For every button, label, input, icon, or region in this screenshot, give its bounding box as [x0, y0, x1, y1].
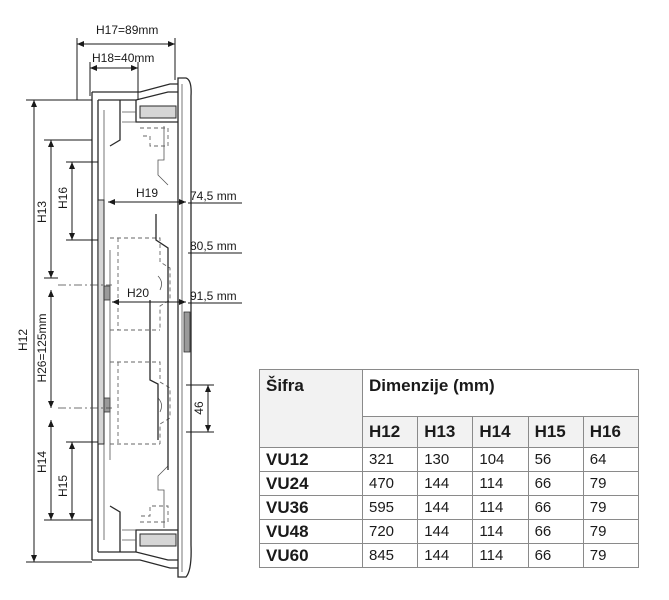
table-cell: 114 — [472, 543, 529, 568]
label-h14: H14 — [35, 451, 49, 473]
table-cell: 114 — [472, 519, 529, 544]
label-h26: H26=125mm — [35, 313, 49, 382]
table-cell: 79 — [582, 543, 640, 568]
table-cell: 104 — [472, 447, 529, 472]
column-header: H15 — [527, 416, 584, 448]
table-cell: 79 — [582, 495, 640, 520]
table-cell: 144 — [417, 519, 474, 544]
label-h17: H17=89mm — [96, 23, 158, 37]
table-cell: 720 — [361, 519, 419, 544]
label-h15: H15 — [56, 475, 70, 497]
table-cell: 66 — [527, 519, 584, 544]
column-header: H16 — [582, 416, 640, 448]
label-h13: H13 — [35, 201, 49, 223]
dimension-lines — [26, 38, 242, 563]
table-row: VU60 845 144 114 66 79 — [259, 543, 640, 568]
table-cell: 144 — [417, 543, 474, 568]
label-46: 46 — [192, 401, 206, 415]
table-row: VU24 470 144 114 66 79 — [259, 471, 640, 496]
label-h12: H12 — [16, 329, 30, 351]
column-header: H13 — [417, 416, 474, 448]
table-row: VU12 321 130 104 56 64 — [259, 447, 640, 472]
table-row: VU36 595 144 114 66 79 — [259, 495, 640, 520]
dimension-labels: H17=89mm H18=40mm H12 H13 H26=125mm H14 … — [16, 23, 237, 497]
code-header: Šifra — [259, 369, 363, 448]
table-cell: 66 — [527, 543, 584, 568]
table-cell: 470 — [361, 471, 419, 496]
table-row: VU48 720 144 114 66 79 — [259, 519, 640, 544]
label-h20: H20 — [127, 286, 149, 300]
table-cell: 114 — [472, 471, 529, 496]
dimensions-header: Dimenzije (mm) — [362, 369, 639, 417]
table-cell: 64 — [582, 447, 640, 472]
table-cell: 56 — [527, 447, 584, 472]
label-h18: H18=40mm — [92, 51, 154, 65]
table-cell: 66 — [527, 495, 584, 520]
table-cell: 130 — [417, 447, 474, 472]
row-code: VU60 — [259, 543, 363, 568]
table-cell: 79 — [582, 519, 640, 544]
row-code: VU36 — [259, 495, 363, 520]
column-header: H12 — [361, 416, 419, 448]
table-cell: 79 — [582, 471, 640, 496]
label-80-5-mm: 80,5 mm — [190, 239, 237, 253]
row-code: VU24 — [259, 471, 363, 496]
row-code: VU48 — [259, 519, 363, 544]
table-cell: 144 — [417, 471, 474, 496]
table-cell: 66 — [527, 471, 584, 496]
dimensions-table: Šifra Dimenzije (mm) H12 H13 H14 H15 H16… — [259, 369, 640, 568]
column-header: H14 — [472, 416, 529, 448]
row-code: VU12 — [259, 447, 363, 472]
label-91-5-mm: 91,5 mm — [190, 289, 237, 303]
table-cell: 321 — [361, 447, 419, 472]
label-74-5-mm: 74,5 mm — [190, 189, 237, 203]
label-h16: H16 — [56, 187, 70, 209]
table-cell: 114 — [472, 495, 529, 520]
enclosure-body — [58, 77, 192, 578]
table-cell: 144 — [417, 495, 474, 520]
table-cell: 595 — [361, 495, 419, 520]
label-h19: H19 — [136, 186, 158, 200]
table-cell: 845 — [361, 543, 419, 568]
